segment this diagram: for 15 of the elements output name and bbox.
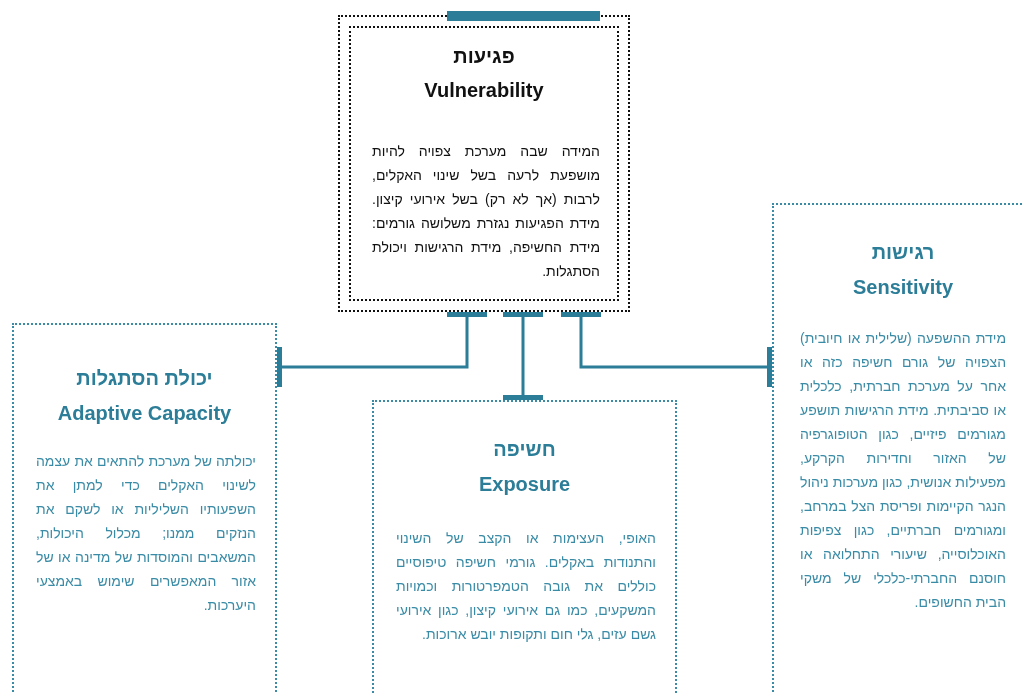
subheading: Vulnerability <box>423 78 545 103</box>
description: מידת ההשפעה (שלילית או חיובית) הצפויה של גורם חשיפה כזה או אחר על מערכת חברתית, כלכלית או סביבתית. מידת הרגישות תושפע מגורמים פיזיים, כגון הטופוגרפיה של האזור וחדירות הקרקע, מפעילות אנושית, כגון מערכות ניהול הנגר הקיימות ופריסת הצל במרחב, ומגורמים חברתיים, כגון צפיפות האוכלוסייה, שיעורי התחלואה או חוסנם החברתי-כלכלי של משקי הבית החשופים. <box>800 329 1006 612</box>
heading: חשיפה <box>492 437 557 462</box>
concept-box <box>372 400 677 693</box>
heading: רגישות <box>870 240 936 265</box>
description: האופי, העצימות או הקצב של השינוי והתנודות באקלים. גורמי חשיפה טיפוסיים כוללים את גובה הטמפרטורות וכמויות המשקעים, כמו גם אירועי קיצון, כגון אירועי גשם עזים, גלי חום ותקופות יובש ארוכות. <box>396 529 656 644</box>
description: המידה שבה מערכת צפויה להיות מושפעת לרעה בשל שינוי האקלים, לרבות (אך לא רק) בשל אירועי קיצון. מידת הפגיעות נגזרת משלושה גורמים: מידת החשיפה, מידת הרגישות ויכולת הסתגלות. <box>372 142 600 281</box>
subheading: Exposure <box>477 472 572 497</box>
heading: פגיעות <box>452 44 516 69</box>
subheading: Sensitivity <box>851 275 954 300</box>
concept-box <box>12 323 277 693</box>
subheading: Adaptive Capacity <box>56 401 233 426</box>
concept-box <box>772 203 1024 693</box>
description: יכולתה של מערכת להתאים את עצמה לשינוי האקלים כדי למתן את השפעותיו השליליות או לשקם את הנזקים ממנו; מכלול היכולות, המשאבים והמוסדות של מדינה או של אזור המאפשרים שימוש באמצעי היערכות. <box>36 452 256 615</box>
heading: יכולת הסתגלות <box>75 366 214 391</box>
